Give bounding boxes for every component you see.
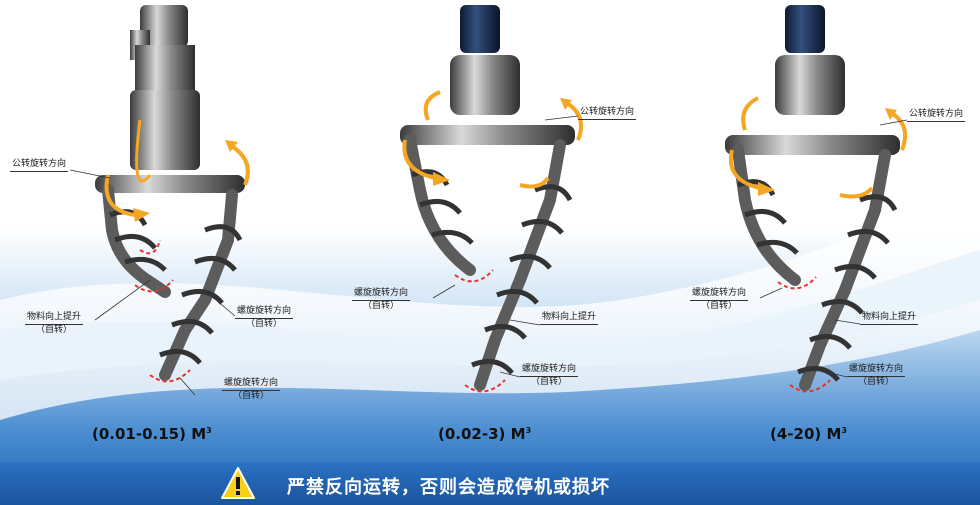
unit1-machine	[95, 5, 250, 383]
unit2-capacity-caption: (0.02-3) M3	[438, 425, 532, 443]
unit2-revolution-label: 公转旋转方向	[578, 107, 637, 120]
unit2-spiral-label: 螺旋旋转方向 （自转）	[352, 288, 411, 311]
unit3-capacity-caption: (4-20) M3	[770, 425, 847, 443]
unit3-spiral-label-2: 螺旋旋转方向 （自转）	[847, 364, 906, 387]
unit1-material-label: 物料向上提升 （自转）	[25, 312, 84, 335]
unit3-machine	[725, 5, 907, 393]
unit1-spiral-label: 螺旋旋转方向 （自转）	[235, 306, 294, 329]
unit1-spiral-label-2: 螺旋旋转方向 （自转）	[222, 378, 281, 401]
warning-triangle-icon	[221, 467, 255, 499]
warning-text: 严禁反向运转，否则会造成停机或损坏	[287, 477, 610, 498]
unit3-revolution-label: 公转旋转方向	[907, 109, 966, 122]
unit3-spiral-label: 螺旋旋转方向 （自转）	[690, 288, 749, 311]
unit2-spiral-label-2: 螺旋旋转方向 （自转）	[520, 364, 579, 387]
unit1-capacity-caption: (0.01-0.15) M3	[92, 425, 212, 443]
unit1-revolution-label: 公转旋转方向	[10, 159, 69, 172]
unit2-machine	[400, 5, 583, 393]
unit3-material-label: 物料向上提升	[860, 312, 919, 325]
unit2-material-label: 物料向上提升	[540, 312, 599, 325]
